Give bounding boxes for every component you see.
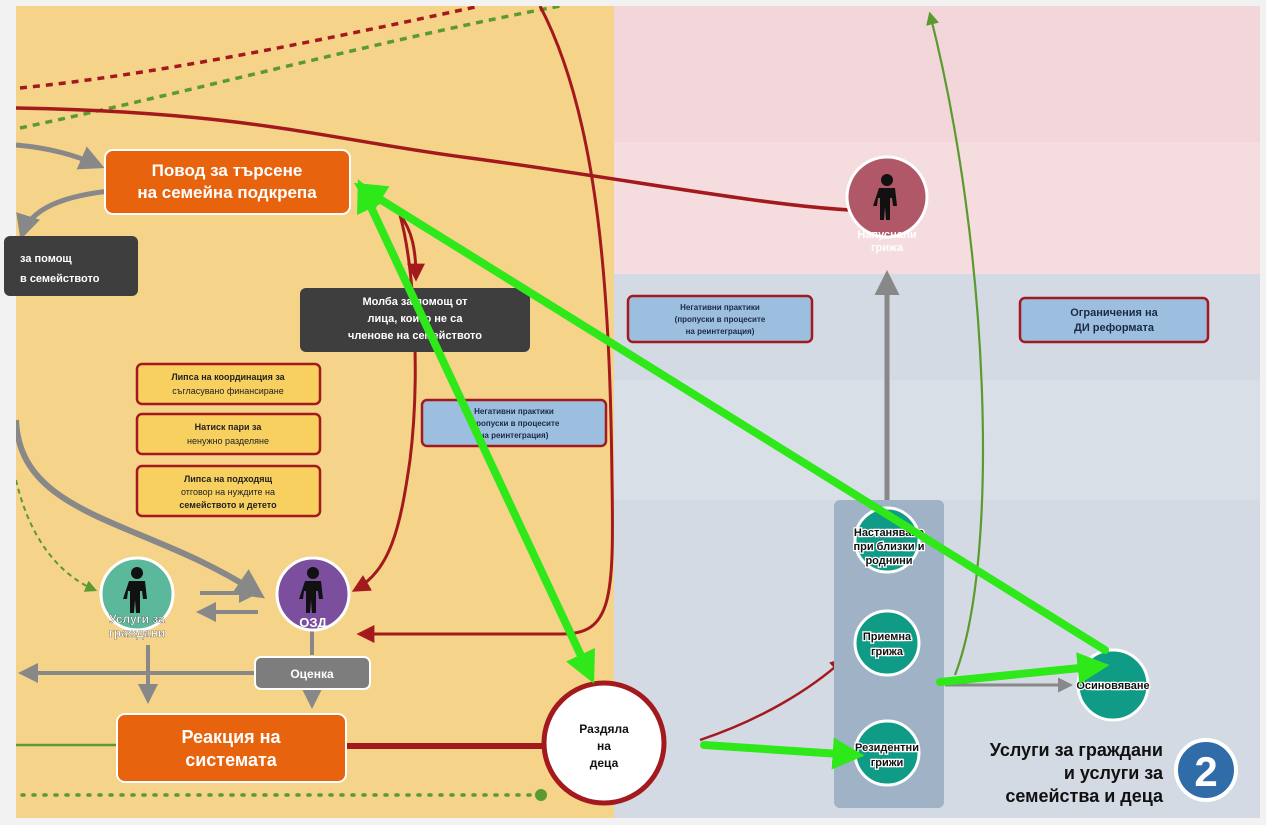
issue-2-line1: Натиск пари за (195, 422, 263, 432)
residential-line2: грижи (871, 757, 904, 769)
trigger-line2: на семейна подкрепа (137, 183, 317, 202)
separation-line1: Раздяла (579, 722, 629, 736)
practice-mid-line3: на реинтеграция) (480, 431, 549, 440)
practice-right-line2: (пропуски в процесите (675, 315, 766, 324)
help-line2: лица, които не са (368, 313, 464, 325)
person-icon (873, 174, 897, 220)
citizen-services-node: Услуги за граждани (99, 556, 175, 640)
separation-line3: деца (590, 756, 619, 770)
foster-line1: Приемна (863, 631, 912, 643)
child-separation-node: Раздяла на деца (541, 680, 667, 806)
section-title: Услуги за граждани и услуги за семейства… (990, 740, 1164, 806)
overlay-arrow-foster-adoption (936, 652, 1110, 686)
residential-line1: Резидентни (855, 742, 919, 754)
trigger-line1: Повод за търсене (152, 161, 303, 180)
issue-3-line3: семейството и детето (179, 500, 277, 510)
system-reaction-box: Реакция на системата (116, 713, 347, 783)
negative-practices-box-right: Негативни практики (пропуски в процесите… (626, 294, 814, 344)
ozd-node: ОЗД (275, 556, 351, 632)
ozd-label: ОЗД (299, 615, 327, 630)
practice-mid-line1: Негативни практики (474, 407, 554, 416)
adoption-node: Осиновяване (1075, 648, 1151, 722)
services-line1: Услуги за (109, 612, 165, 626)
kinship-line3: роднини (865, 555, 912, 567)
foster-care-node: Приемна грижа (853, 609, 921, 677)
practice-mid-line2: (пропуски в процесите (469, 419, 560, 428)
person-icon (123, 567, 147, 613)
issue-3-line1: Липса на подходящ (184, 474, 272, 484)
foster-line2: грижа (871, 646, 904, 658)
family-help-line1: за помощ (20, 253, 72, 265)
family-support-trigger-box: Повод за търсене на семейна подкрепа (104, 149, 351, 215)
issue-3-line2: отговор на нуждите на (181, 487, 275, 497)
issue-1-line2: съгласувано финансиране (172, 386, 284, 396)
adoption-label: Осиновяване (1076, 680, 1149, 692)
leaving-care-node: Напуснали грижа (845, 155, 929, 254)
section-title-line2: и услуги за (1064, 763, 1164, 783)
family-help-box: за помощ в семейството (4, 236, 138, 296)
assessment-box: Оценка (254, 656, 371, 690)
overlay-arrow-separation-residential (700, 737, 865, 770)
section-title-line1: Услуги за граждани (990, 740, 1163, 760)
services-line2: граждани (109, 626, 165, 640)
limits-line2: ДИ реформата (1074, 322, 1155, 334)
leaving-care-line1: Напуснали (857, 229, 916, 241)
section-number-badge: 2 (1174, 738, 1238, 802)
family-help-line2: в семейството (20, 273, 100, 285)
help-line3: членове на семейството (348, 330, 482, 342)
limits-line1: Ограничения на (1070, 307, 1158, 319)
residential-care-node: Резидентни грижи (853, 719, 921, 787)
section-title-line3: семейства и деца (1005, 786, 1164, 806)
issue-box-coordination: Липса на координация за съгласувано фина… (135, 362, 322, 406)
overlay-arrow-trigger-adoption (353, 182, 1109, 654)
person-icon (299, 567, 323, 613)
reaction-line2: системата (185, 750, 278, 770)
section-number: 2 (1194, 748, 1217, 795)
reaction-line1: Реакция на (181, 727, 281, 747)
leaving-care-line2: грижа (871, 242, 904, 254)
kinship-line2: при близки и (853, 541, 924, 553)
overlay-arrow-trigger-separation (357, 179, 595, 684)
issue-box-response: Липса на подходящ отговор на нуждите на … (135, 464, 322, 518)
assessment-label: Оценка (290, 667, 334, 681)
issue-2-line2: ненужно разделяне (187, 436, 269, 446)
practice-right-line3: на реинтеграция) (686, 327, 755, 336)
di-reform-limits-box: Ограничения на ДИ реформата (1018, 296, 1210, 344)
practice-right-line1: Негативни практики (680, 303, 760, 312)
issue-1-line1: Липса на координация за (171, 372, 285, 382)
green-overlay-arrows (353, 179, 1110, 770)
negative-practices-box-mid: Негативни практики (пропуски в процесите… (420, 398, 608, 448)
separation-line2: на (597, 739, 611, 753)
issue-box-pressure: Натиск пари за ненужно разделяне (135, 412, 322, 456)
